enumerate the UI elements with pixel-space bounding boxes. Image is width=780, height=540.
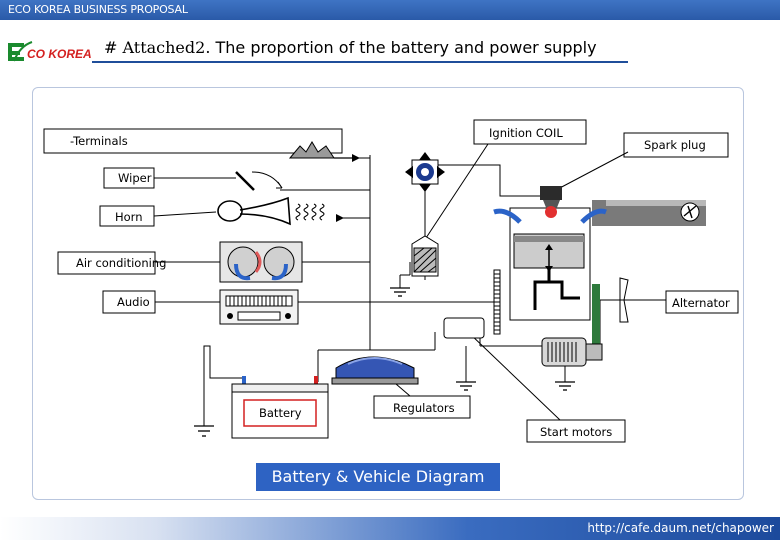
audio-label: Audio	[117, 295, 150, 309]
distributor-symbol	[405, 152, 445, 192]
start-motors-box: Start motors	[467, 331, 626, 443]
page-title: # Attached2. The proportion of the batte…	[104, 38, 597, 57]
engine-symbol	[493, 186, 706, 348]
alternator-symbol	[541, 337, 603, 367]
horn-box: Horn	[99, 205, 217, 227]
start-motors-label: Start motors	[540, 425, 612, 439]
footer-url[interactable]: http://cafe.daum.net/chapower	[587, 521, 774, 535]
footer-bar: http://cafe.daum.net/chapower	[0, 517, 780, 540]
title-prefix: # Attached2.	[104, 38, 211, 57]
spark-plug-label: Spark plug	[644, 138, 706, 152]
header-bar: ECO KOREA BUSINESS PROPOSAL	[0, 0, 780, 20]
battery-label: Battery	[259, 406, 302, 420]
alternator-box: Alternator	[665, 290, 739, 314]
eco-korea-logo: CO KOREA	[8, 41, 92, 62]
terminals-box: -Terminals	[43, 128, 343, 154]
horn-symbol	[217, 196, 325, 226]
air-conditioning-box: Air conditioning	[57, 251, 166, 275]
title-text: The proportion of the battery and power …	[215, 38, 597, 57]
wiper-box: Wiper	[103, 167, 236, 189]
terminals-symbol	[288, 141, 352, 159]
regulator-symbol	[331, 356, 419, 385]
ground-symbols	[194, 287, 575, 437]
ignition-coil-label: Ignition COIL	[489, 126, 563, 140]
audio-symbol	[219, 289, 299, 325]
ignition-coil-box: Ignition COIL	[425, 119, 587, 239]
company-title: ECO KOREA BUSINESS PROPOSAL	[8, 3, 188, 16]
air-conditioning-label: Air conditioning	[76, 256, 166, 270]
alternator-label: Alternator	[672, 296, 730, 310]
horn-label: Horn	[115, 210, 143, 224]
air-conditioning-symbol	[219, 241, 303, 283]
battery-symbol: Battery	[231, 376, 329, 439]
diagram-caption: Battery & Vehicle Diagram	[256, 463, 500, 491]
wiper-symbol	[235, 171, 283, 191]
spark-plug-box: Spark plug	[555, 132, 729, 191]
svg-text:CO KOREA: CO KOREA	[27, 47, 92, 61]
ignition-coil-symbol	[411, 235, 439, 277]
audio-box: Audio	[102, 290, 156, 314]
regulators-label: Regulators	[393, 401, 455, 415]
wire-arrows	[336, 154, 360, 222]
starter-relay-symbol	[443, 317, 485, 339]
title-underline	[92, 61, 628, 63]
terminals-label: -Terminals	[70, 134, 128, 148]
wiper-label: Wiper	[118, 171, 152, 185]
